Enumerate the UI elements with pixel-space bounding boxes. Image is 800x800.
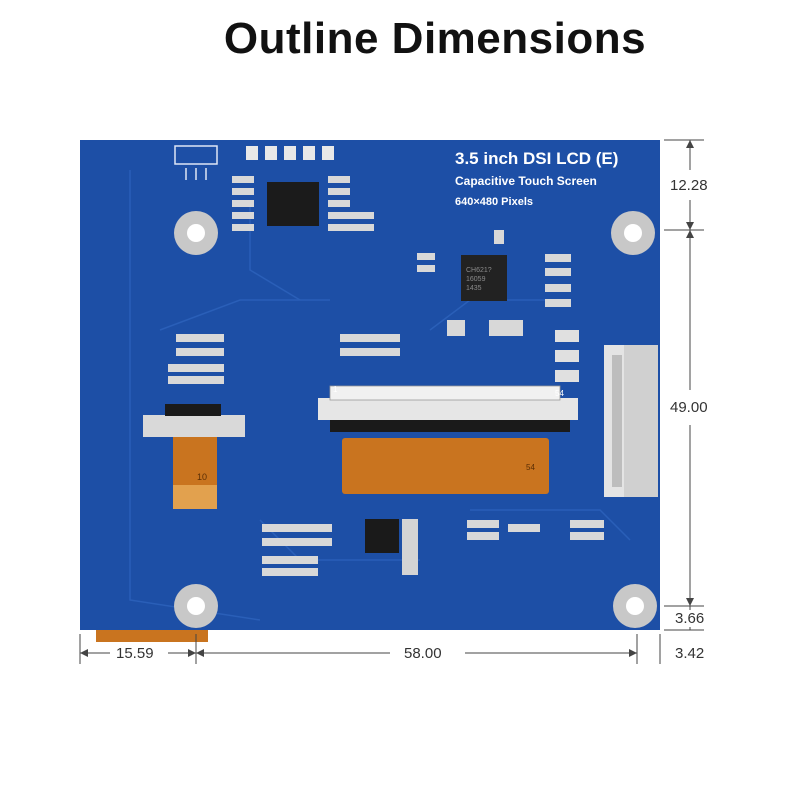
main-fpc-connector: 1 54 54 — [318, 385, 578, 494]
bottom-resistor-arrays — [262, 520, 604, 576]
middle-resistor-array — [168, 334, 400, 384]
page-title: Outline Dimensions — [223, 14, 647, 63]
fpc-pin-end: 54 — [526, 463, 535, 472]
dim-width: 58.00 — [402, 645, 444, 662]
connector-pin-start: 1 — [333, 385, 338, 394]
top-left-test-pads — [246, 146, 334, 160]
connector-pin-end: 54 — [555, 389, 564, 398]
board-subtitle: Capacitive Touch Screen — [455, 174, 597, 188]
standoff-top-right — [611, 211, 655, 255]
dim-bottom-margin: 3.66 — [673, 610, 707, 627]
csi-connector: 10 — [143, 404, 245, 509]
power-inductor — [365, 519, 399, 553]
chip-marking-line-1: CH621? — [466, 267, 492, 274]
bottom-fpc-flex — [96, 630, 208, 642]
dim-height: 49.00 — [668, 399, 710, 416]
level-shifter-ic — [267, 182, 319, 226]
standoff-top-left — [174, 211, 218, 255]
dim-right-offset: 3.42 — [673, 645, 707, 662]
csi-pin-label: 10 — [197, 472, 207, 482]
touch-controller-chip — [461, 255, 507, 301]
standoff-bottom-left — [174, 584, 218, 628]
right-vertical-connector — [604, 345, 658, 497]
board-resolution: 640×480 Pixels — [455, 196, 533, 208]
top-left-component — [174, 145, 218, 180]
right-side-capacitors — [555, 330, 579, 382]
power-capacitor — [402, 519, 418, 575]
dim-top-margin: 12.28 — [668, 177, 710, 194]
chip-passives — [417, 230, 571, 336]
chip-marking-line-3: 1435 — [466, 285, 482, 292]
board-title: 3.5 inch DSI LCD (E) — [455, 149, 618, 168]
ic-left-resistors — [232, 176, 374, 231]
dimension-arrows — [80, 140, 694, 657]
dim-left-offset: 15.59 — [114, 645, 156, 662]
dimension-lines — [79, 139, 704, 664]
standoff-bottom-right — [613, 584, 657, 628]
chip-marking-line-2: 16059 — [466, 276, 486, 283]
